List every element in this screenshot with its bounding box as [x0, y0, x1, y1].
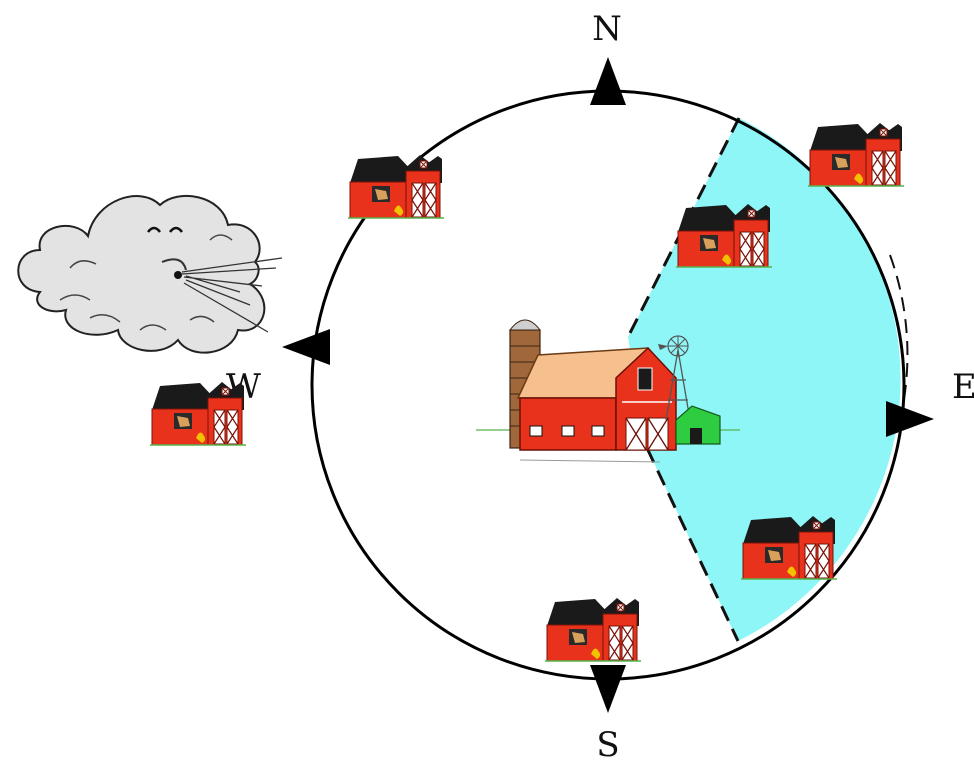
- compass-south-label: S: [596, 725, 619, 762]
- compass-east-label: E: [952, 367, 974, 407]
- east-pointer-icon: [886, 401, 934, 437]
- north-pointer-icon: [590, 57, 626, 105]
- red-barn-icon: [544, 597, 642, 662]
- red-barn-icon: [675, 203, 773, 268]
- farmstead-icon: [476, 319, 740, 463]
- downwind-boundary-lower: [645, 447, 740, 642]
- west-pointer-icon: [282, 329, 330, 365]
- south-pointer-icon: [590, 665, 626, 713]
- red-barn-icon: [807, 122, 905, 187]
- compass-north-label: N: [592, 9, 622, 49]
- red-barn-icon: [347, 154, 445, 219]
- red-barn-icon: [149, 381, 247, 446]
- downwind-boundary-upper: [626, 117, 741, 338]
- blowing-cloud-face-icon: [17, 195, 283, 354]
- red-barn-icon: [740, 515, 838, 580]
